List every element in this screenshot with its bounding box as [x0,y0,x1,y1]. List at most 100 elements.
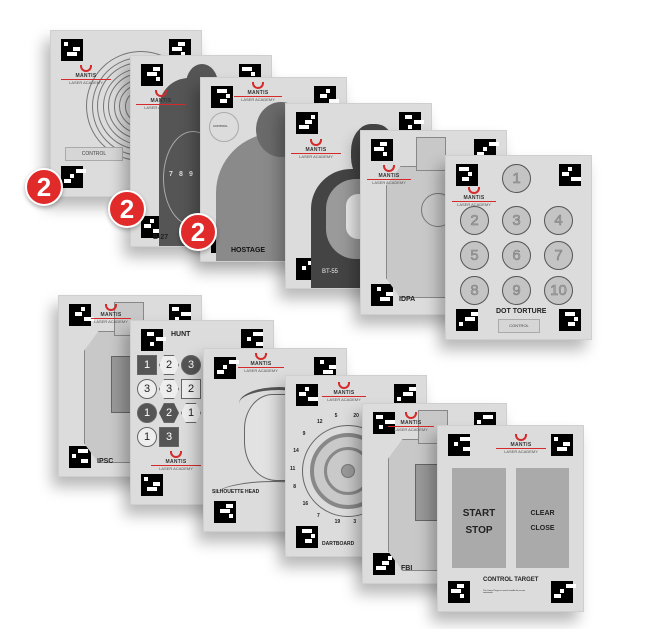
marker-cell [565,312,575,316]
dot-2: 2 [460,206,489,235]
marker-cell [568,322,575,326]
dot-3: 3 [502,206,531,235]
control-note: The Control Target is used to handle the… [483,589,526,595]
dot-7: 7 [544,241,573,270]
count-badge: 2 [25,168,63,206]
brand-name: MANTIS [378,173,400,179]
marker-cell [226,94,230,98]
marker-cell [217,89,227,93]
target-label: HUNT [171,331,191,338]
marker-cell [76,169,86,173]
marker-cell [256,342,263,346]
marker-cell [305,120,312,124]
logo-mark-icon [383,165,395,172]
marker-cell [409,387,416,391]
fiducial-marker [448,581,470,603]
dart-number: 3 [353,519,357,526]
brand-name: MANTIS [305,147,327,153]
brand-subtitle: LASER ACADEMY [388,426,434,432]
target-label: CONTROL TARGET [483,577,539,584]
marker-cell [181,52,185,56]
marker-cell [386,292,393,296]
marker-cell [463,447,470,451]
marker-cell [308,397,318,401]
marker-cell [150,219,154,223]
marker-cell [156,337,166,341]
brand-subtitle: LASER ACADEMY [61,79,111,85]
score-number: 8 [179,171,183,178]
marker-cell [181,312,191,316]
brand-name: MANTIS [510,442,532,448]
hunt-shape: 3 [181,355,201,375]
clear-label: CLEAR [530,510,555,517]
dart-number: 5 [334,412,338,419]
marker-cell [454,442,458,446]
fiducial-marker [394,384,416,406]
fiducial-marker [241,329,263,351]
marker-cell [320,94,327,98]
hunt-shape: 3 [137,379,157,399]
marker-cell [144,477,148,481]
dot-9: 9 [502,276,531,305]
bullseye [341,464,355,478]
brand-subtitle: LASER ACADEMY [136,104,186,110]
brand-subtitle: LASER ACADEMY [367,179,411,185]
marker-cell [462,177,469,181]
control-circle [209,112,239,142]
dart-number: 11 [290,466,296,472]
fiducial-marker [551,434,573,456]
brand-subtitle: LASER ACADEMY [496,448,546,454]
marker-cell [376,566,386,570]
fiducial-marker [551,581,576,603]
marker-cell [560,589,564,593]
logo-mark-icon [105,304,117,311]
brand-subtitle: LASER ACADEMY [452,201,496,207]
fiducial-marker [373,553,395,575]
marker-cell [144,224,151,228]
marker-cell [253,332,263,336]
fiducial-marker [296,526,318,548]
target-label: BT-55 [322,269,339,276]
target-label: FBI [401,564,413,572]
hunt-shape: 2 [159,403,179,423]
fiducial-marker [399,112,424,134]
hunt-shape: 1 [181,403,201,423]
logo-mark-icon [155,90,167,97]
fiducial-marker [371,139,393,161]
marker-cell [153,482,160,486]
marker-cell [460,437,470,441]
target-label: SILHOUETTE HEAD [212,489,260,495]
marker-cell [483,147,487,151]
marker-cell [147,72,157,76]
fiducial-marker [69,446,91,468]
logo-mark-icon [80,65,92,72]
brand-subtitle: LASER ACADEMY [234,96,282,102]
logo-mark-icon [515,434,527,441]
marker-cell [81,459,88,463]
logo-mark-icon [338,382,350,389]
brand-name: MANTIS [400,420,422,426]
marker-cell [329,365,336,369]
marker-cell [477,152,484,156]
marker-cell [299,392,306,396]
fiducial-marker [456,164,478,186]
dart-number: 19 [334,519,341,526]
marker-cell [385,420,395,424]
fiducial-marker [448,434,470,456]
marker-cell [84,317,94,321]
marker-cell [64,179,71,183]
brand-name: MANTIS [150,98,172,104]
fiducial-marker [559,164,581,186]
logo-mark-icon [468,187,480,194]
target-label: HOSTAGE [231,246,266,254]
dart-number: 20 [353,412,359,419]
marker-cell [383,152,387,156]
marker-cell [223,365,227,369]
